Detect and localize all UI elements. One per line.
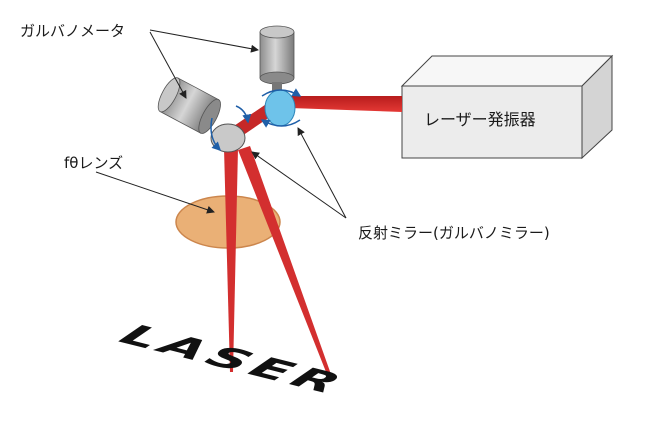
label-ftheta-lens: fθレンズ — [64, 154, 124, 172]
leader-lines — [95, 29, 347, 219]
label-galvanometer: ガルバノメータ — [20, 22, 126, 40]
label-laser-oscillator: レーザー発振器 — [424, 110, 536, 129]
laser-oscillator-box — [400, 54, 614, 160]
label-reflect-mirror: 反射ミラー(ガルバノミラー) — [358, 224, 550, 242]
galvo-motor-left-icon — [157, 77, 221, 134]
galvo-motor-top-icon — [259, 25, 295, 92]
rotation-arrow-icon — [260, 119, 301, 128]
mirror-blue-icon — [264, 89, 296, 127]
mirror-gray-icon — [210, 123, 246, 153]
rotation-arrow-icon — [261, 88, 302, 97]
rotation-arrow-icon — [235, 105, 252, 124]
beam-input — [290, 96, 402, 112]
rotation-arrow-icon — [210, 117, 222, 152]
beam-output-2 — [238, 146, 333, 382]
beam-output-1 — [224, 148, 238, 372]
